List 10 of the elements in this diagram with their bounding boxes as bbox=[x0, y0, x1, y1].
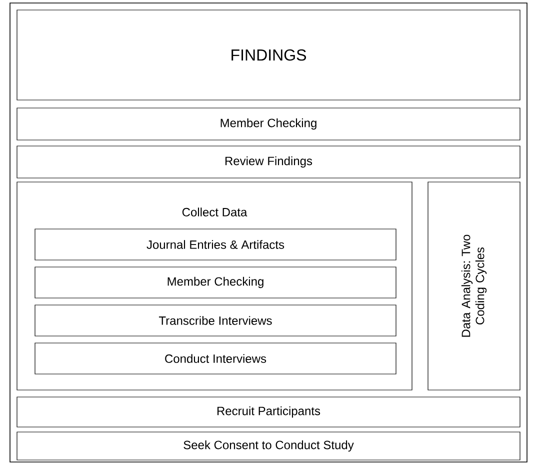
step-box: Transcribe Interviews bbox=[34, 304, 396, 336]
step-box: Recruit Participants bbox=[16, 396, 520, 428]
step-box: Seek Consent to Conduct Study bbox=[16, 432, 520, 460]
side-box: Data Analysis: Two Coding Cycles bbox=[428, 182, 520, 390]
step-box: Review Findings bbox=[16, 146, 520, 178]
step-box: Member Checking bbox=[34, 266, 396, 298]
step-box: Conduct Interviews bbox=[34, 342, 396, 374]
step-box: Member Checking bbox=[16, 108, 520, 140]
step-box: Journal Entries & Artifacts bbox=[34, 228, 396, 260]
title-box: FINDINGS bbox=[16, 10, 520, 100]
